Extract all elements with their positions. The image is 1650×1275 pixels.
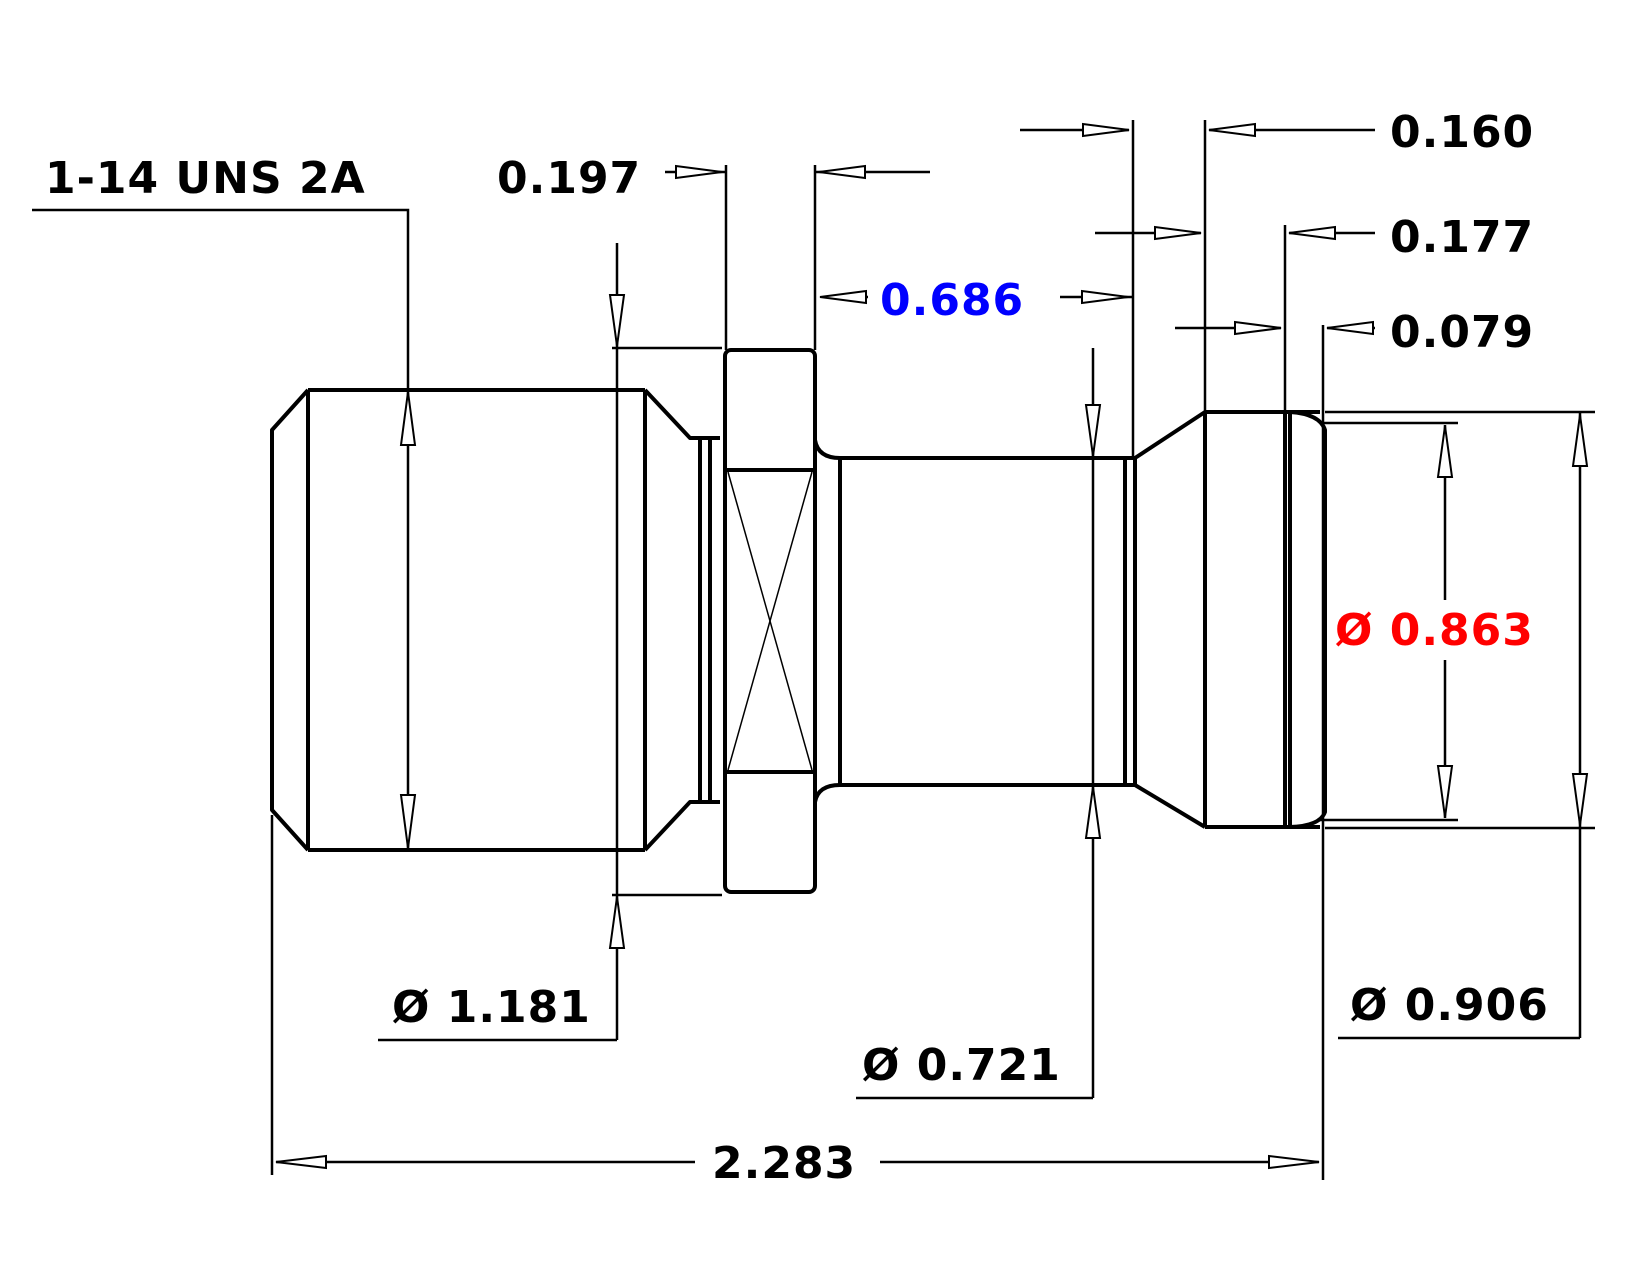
label-dia-1-181: Ø 1.181 [392, 982, 591, 1033]
label-dia-0-906: Ø 0.906 [1350, 980, 1549, 1031]
dimension-lines [32, 120, 1595, 1180]
label-dia-0-721: Ø 0.721 [862, 1040, 1061, 1091]
label-0-177: 0.177 [1390, 212, 1534, 263]
label-2-283: 2.283 [712, 1138, 856, 1189]
part-outline [270, 348, 1327, 894]
label-0-079: 0.079 [1390, 307, 1534, 358]
label-thread-spec: 1-14 UNS 2A [45, 153, 366, 204]
label-0-197: 0.197 [497, 153, 641, 204]
dimension-labels: 1-14 UNS 2A 0.197 0.686 0.160 0.177 0.07… [45, 107, 1549, 1189]
label-dia-0-863: Ø 0.863 [1335, 605, 1534, 656]
label-0-686: 0.686 [880, 275, 1024, 326]
label-0-160: 0.160 [1390, 107, 1534, 158]
